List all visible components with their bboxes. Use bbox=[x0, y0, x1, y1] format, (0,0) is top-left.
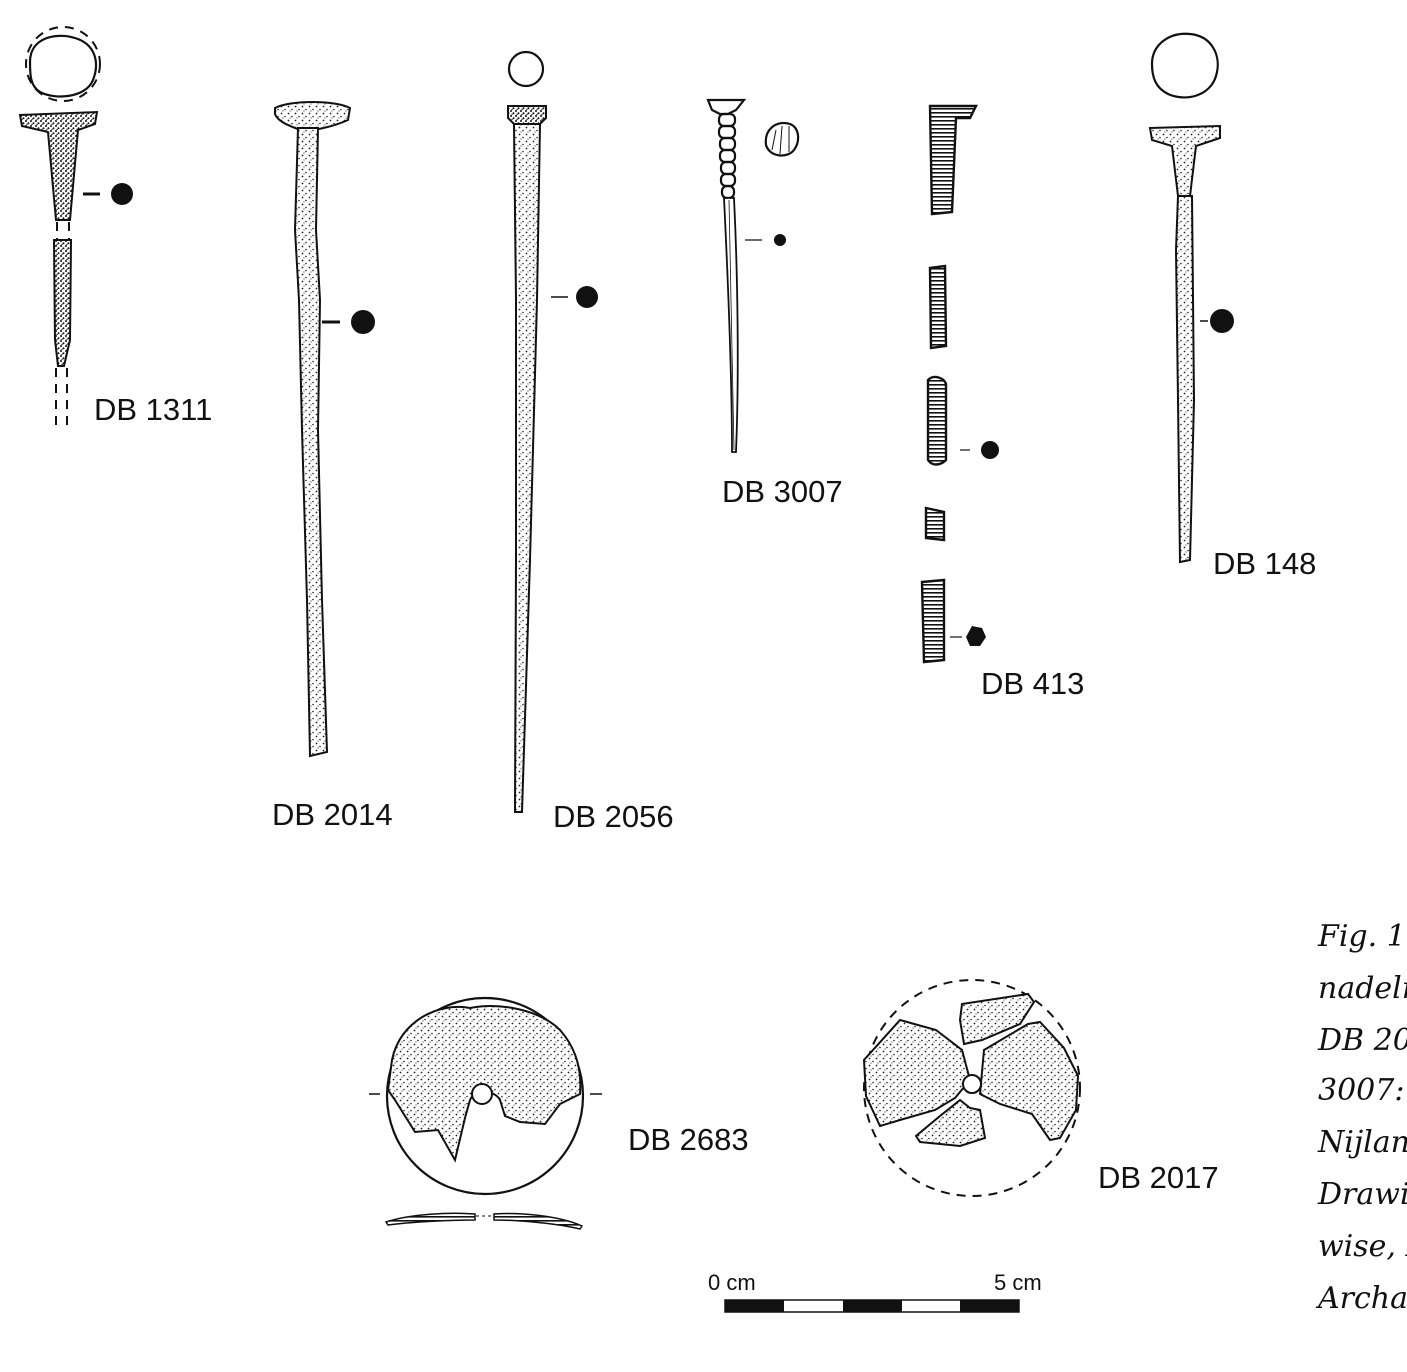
cross-section-dot bbox=[351, 310, 375, 334]
caption-line: 3007: V bbox=[1318, 1073, 1407, 1108]
fragment-2 bbox=[928, 264, 948, 350]
cross-section-dot bbox=[111, 183, 133, 205]
head-plan bbox=[28, 34, 98, 98]
pin-shaft-fragment bbox=[52, 239, 73, 367]
caption-line: Fig. 11. bbox=[1317, 919, 1407, 954]
fragment-1 bbox=[928, 104, 978, 216]
scale-bar: 0 cm 5 cm bbox=[708, 1270, 1042, 1313]
pin-head bbox=[1148, 124, 1221, 197]
label-db2014: DB 2014 bbox=[272, 797, 393, 832]
disc-db2017: DB 2017 bbox=[862, 979, 1219, 1197]
disc-fragment bbox=[978, 1020, 1080, 1142]
pin-head bbox=[706, 98, 747, 116]
disc-fragment bbox=[958, 992, 1036, 1046]
label-db3007: DB 3007 bbox=[722, 474, 843, 509]
scale-start-label: 0 cm bbox=[708, 1270, 756, 1295]
pin-shaft bbox=[512, 123, 542, 813]
caption-line: nadeln bbox=[1318, 971, 1407, 1006]
label-db413: DB 413 bbox=[981, 666, 1084, 701]
scale-segment bbox=[843, 1300, 902, 1312]
label-db148: DB 148 bbox=[1213, 546, 1316, 581]
scale-end-label: 5 cm bbox=[994, 1270, 1042, 1295]
label-db2056: DB 2056 bbox=[553, 799, 674, 834]
pin-shaft bbox=[293, 127, 329, 758]
disc-fragment bbox=[862, 1018, 972, 1128]
head-plan bbox=[1150, 32, 1219, 99]
scale-segment bbox=[725, 1300, 784, 1312]
pin-db2056: DB 2056 bbox=[507, 50, 674, 834]
head-section-outline bbox=[25, 26, 101, 102]
pin-db1311: DB 1311 bbox=[18, 26, 212, 428]
cross-section-dot bbox=[1210, 309, 1234, 333]
disc-reconstruction-outline bbox=[863, 979, 1081, 1197]
pin-head bbox=[507, 105, 547, 125]
label-db2017: DB 2017 bbox=[1098, 1160, 1219, 1195]
disc-profile bbox=[493, 1212, 584, 1230]
pin-head bbox=[274, 101, 352, 131]
shell-ribs bbox=[771, 125, 790, 155]
center-hole bbox=[962, 1074, 982, 1094]
disc-fragment bbox=[914, 1098, 987, 1148]
label-db2683: DB 2683 bbox=[628, 1122, 749, 1157]
head-plan bbox=[507, 50, 545, 88]
pin-head bbox=[18, 110, 99, 221]
fragment-5 bbox=[920, 578, 946, 664]
pin-shaft bbox=[723, 197, 739, 453]
disc-outline bbox=[385, 996, 585, 1196]
pin-db148: DB 148 bbox=[1148, 32, 1316, 581]
caption-line: DB 201 bbox=[1317, 1023, 1407, 1058]
ribbed-neck bbox=[717, 112, 737, 200]
cross-section-dot bbox=[966, 626, 986, 646]
pin-db413: DB 413 bbox=[920, 104, 1084, 701]
fragment-4 bbox=[924, 506, 946, 542]
pin-db2014: DB 2014 bbox=[272, 101, 393, 832]
disc-db2683: DB 2683 bbox=[369, 996, 749, 1230]
caption-line: Nijland bbox=[1317, 1125, 1407, 1160]
caption-line: Drawin bbox=[1317, 1177, 1407, 1212]
figure-caption: Fig. 11. nadeln DB 201 3007: V Nijland D… bbox=[1315, 919, 1407, 1316]
shaft-line bbox=[728, 199, 735, 451]
fragment-3 bbox=[926, 375, 948, 466]
cross-section-dot bbox=[576, 286, 598, 308]
caption-line: wise, B bbox=[1318, 1229, 1407, 1264]
cross-section-dot bbox=[981, 441, 999, 459]
label-db1311: DB 1311 bbox=[94, 392, 212, 427]
pin-shaft bbox=[1174, 195, 1196, 564]
cross-section-dot bbox=[774, 234, 786, 246]
disc-fragment bbox=[386, 1005, 582, 1163]
caption-line: Archae bbox=[1315, 1281, 1407, 1316]
pin-db3007: DB 3007 bbox=[706, 98, 843, 509]
head-plan-shell bbox=[764, 121, 800, 157]
center-hole bbox=[471, 1083, 493, 1105]
disc-profile bbox=[384, 1212, 476, 1226]
scale-segment bbox=[960, 1300, 1019, 1312]
